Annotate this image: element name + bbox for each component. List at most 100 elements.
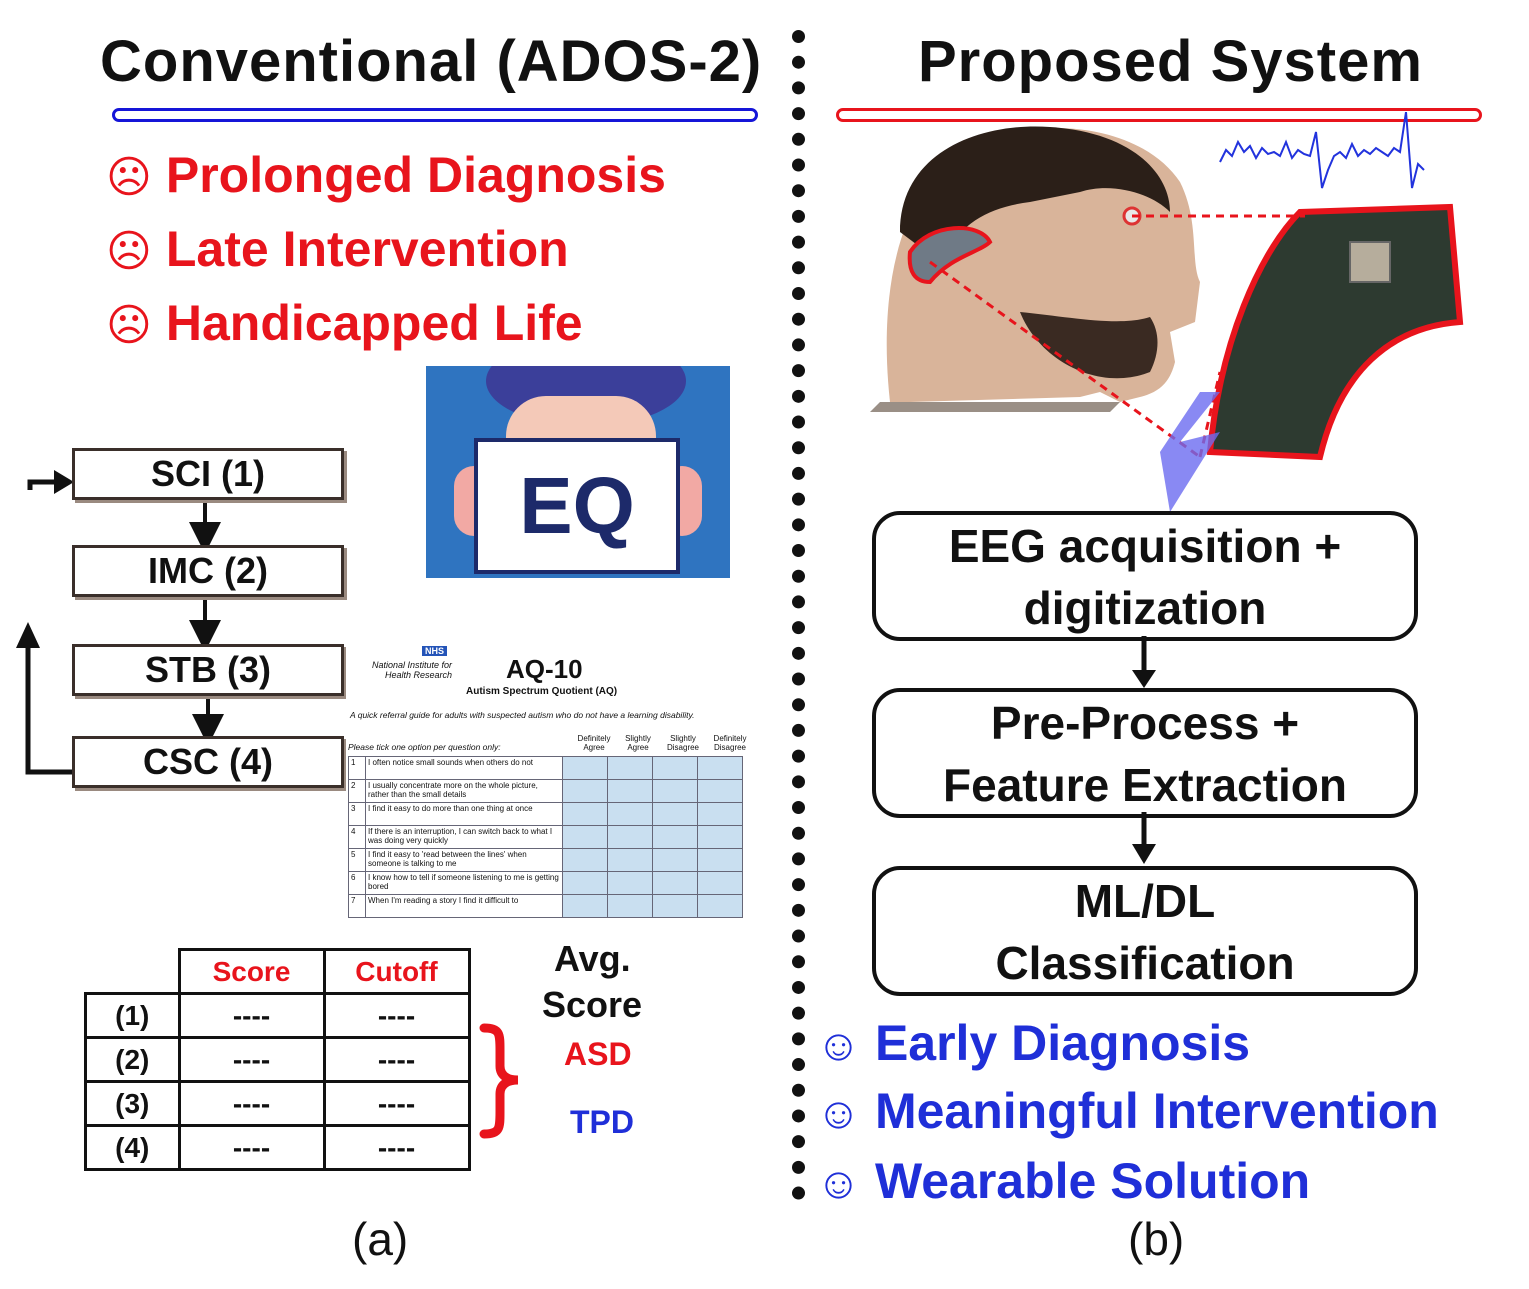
score-label: Score <box>542 984 643 1025</box>
aq-instruction: Please tick one option per question only… <box>348 742 501 752</box>
score-header: Score <box>177 948 326 995</box>
table-row: (3) ---- ---- <box>84 1080 471 1127</box>
row-label: (4) <box>84 1124 181 1171</box>
smile-face-icon: ☺ <box>816 1089 861 1138</box>
shirt <box>870 402 1120 412</box>
smile-face-icon: ☺ <box>816 1021 861 1070</box>
score-cell: ---- <box>177 1080 326 1127</box>
eeg-wearable-illustration <box>870 112 1464 512</box>
aq-question: I find it easy to do more than one thing… <box>365 802 563 826</box>
caption-b: (b) <box>1128 1213 1185 1265</box>
table-row: (4) ---- ---- <box>84 1124 471 1171</box>
benefit-item: ☺ Early Diagnosis <box>816 1014 1250 1072</box>
problem-item: ☹ Prolonged Diagnosis <box>106 146 666 204</box>
problem-label: Prolonged Diagnosis <box>165 147 666 203</box>
aq-col-header: Slightly Agree <box>625 734 651 752</box>
caption-a: (a) <box>352 1213 409 1265</box>
curly-brace <box>479 1023 519 1139</box>
step-arrows <box>16 470 224 775</box>
problem-item: ☹ Late Intervention <box>106 220 569 278</box>
chip <box>1349 241 1391 283</box>
aq-question: When I'm reading a story I find it diffi… <box>365 894 563 918</box>
feedback-arrowhead <box>16 622 40 648</box>
aq-org: National Institute for Health Research <box>371 660 452 680</box>
right-title-underline <box>836 108 1482 122</box>
hair <box>900 126 1170 262</box>
aq-title: AQ-10 <box>506 654 583 684</box>
step-sci: SCI (1) <box>72 448 344 500</box>
score-cell: ---- <box>177 992 326 1039</box>
table-row: (2) ---- ---- <box>84 1036 471 1083</box>
flow-step-line1: Pre-Process + <box>990 697 1300 749</box>
blue-pointer <box>1160 392 1220 512</box>
benefit-label: Meaningful Intervention <box>874 1083 1439 1139</box>
feedback-arrowhead-top <box>54 470 74 494</box>
avg-label: Avg. <box>554 938 631 979</box>
flow-step-classification: ML/DL Classification <box>872 866 1418 996</box>
cutoff-header: Cutoff <box>322 948 471 995</box>
problem-label: Late Intervention <box>165 221 569 277</box>
pcb-board <box>1206 203 1464 461</box>
flow-step-line1: EEG acquisition + <box>948 520 1342 572</box>
flow-step-line1: ML/DL <box>1074 875 1216 927</box>
flow-step-line2: Classification <box>995 937 1295 989</box>
sad-face-icon: ☹ <box>106 227 152 276</box>
aq-question: I know how to tell if someone listening … <box>365 871 563 895</box>
aq-col-header: Definitely Disagree <box>713 734 747 752</box>
sad-face-icon: ☹ <box>106 153 152 202</box>
sad-face-icon: ☹ <box>106 301 152 350</box>
benefit-item: ☺ Meaningful Intervention <box>816 1082 1439 1140</box>
step-imc: IMC (2) <box>72 545 344 597</box>
aq-question: I often notice small sounds when others … <box>365 756 563 780</box>
cutoff-cell: ---- <box>322 992 471 1039</box>
ear-sensor <box>907 226 993 285</box>
aq-col-header: Slightly Disagree <box>666 734 699 752</box>
flow-step-line2: Feature Extraction <box>943 759 1347 811</box>
benefit-item: ☺ Wearable Solution <box>816 1152 1310 1210</box>
flow-step-eeg: EEG acquisition + digitization <box>872 511 1418 641</box>
benefit-label: Wearable Solution <box>874 1153 1311 1209</box>
eq-label: EQ <box>519 461 635 550</box>
aq-col-header: Definitely Agree <box>577 734 611 752</box>
table-header-row: Score Cutoff <box>85 948 471 995</box>
flow-step-preprocess: Pre-Process + Feature Extraction <box>872 688 1418 818</box>
nhs-badge: NHS <box>422 646 448 656</box>
aq-note: A quick referral guide for adults with s… <box>350 710 695 720</box>
benefit-label: Early Diagnosis <box>874 1015 1251 1071</box>
flow-step-line2: digitization <box>1023 582 1267 634</box>
feedback-arrow <box>25 632 72 775</box>
aq-question: If there is an interruption, I can switc… <box>365 825 563 849</box>
smile-face-icon: ☺ <box>816 1159 861 1208</box>
step-stb: STB (3) <box>72 644 344 696</box>
flow-arrows <box>1132 636 1156 864</box>
sign-board: EQ <box>474 438 680 574</box>
cutoff-cell: ---- <box>322 1036 471 1083</box>
problem-item: ☹ Handicapped Life <box>106 294 583 352</box>
step-csc: CSC (4) <box>72 736 344 788</box>
score-cell: ---- <box>177 1124 326 1171</box>
cutoff-cell: ---- <box>322 1124 471 1171</box>
feedback-arrow-top <box>27 479 60 490</box>
score-table: Score Cutoff (1) ---- ---- (2) ---- ----… <box>84 948 471 1171</box>
asd-label: ASD <box>564 1036 632 1072</box>
row-label: (2) <box>84 1036 181 1083</box>
table-row: (1) ---- ---- <box>84 992 471 1039</box>
score-cell: ---- <box>177 1036 326 1083</box>
eq-card-illustration: EQ <box>426 366 730 578</box>
row-label: (3) <box>84 1080 181 1127</box>
eeg-signal-trace <box>1219 112 1425 189</box>
aq10-form: NHS National Institute for Health Resear… <box>346 646 756 931</box>
problem-label: Handicapped Life <box>165 295 583 351</box>
row-label: (1) <box>84 992 181 1039</box>
aq-subtitle: Autism Spectrum Quotient (AQ) <box>466 686 618 697</box>
left-title-underline <box>112 108 758 122</box>
panel-divider <box>792 30 805 1200</box>
beard <box>1020 312 1158 379</box>
